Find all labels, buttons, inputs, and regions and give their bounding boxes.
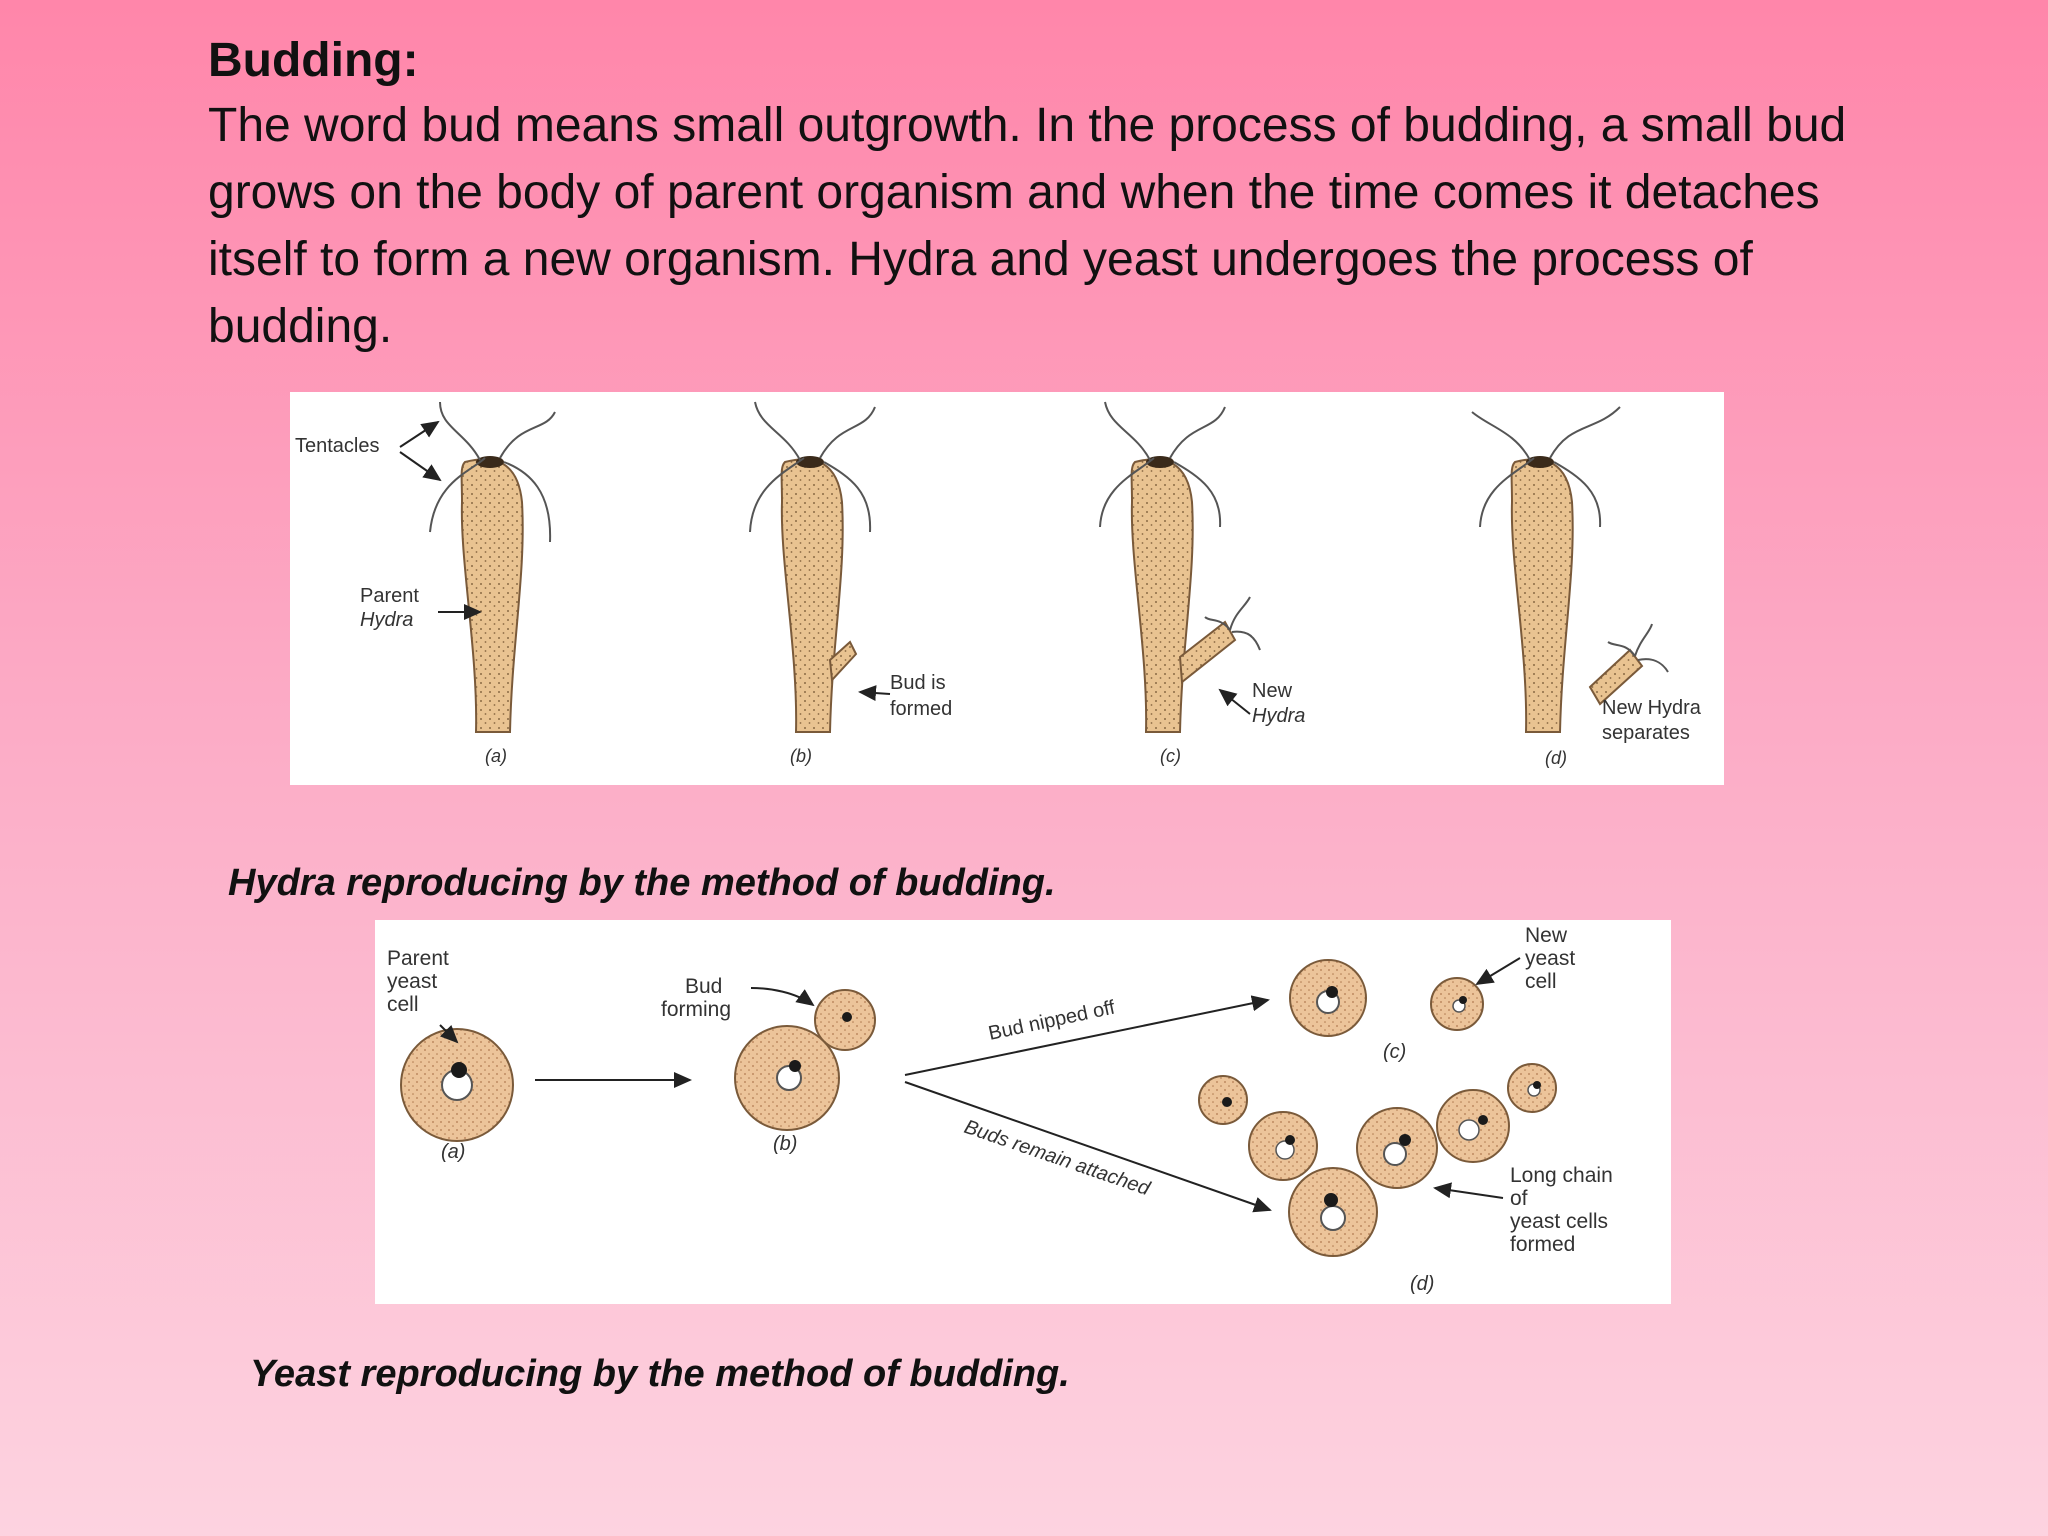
- hydra-panel-d: [1471, 406, 1669, 733]
- slide-text: Budding: The word bud means small outgro…: [208, 30, 1928, 360]
- hydra-panel-b: [749, 401, 891, 733]
- label-panel-b: (b): [790, 746, 812, 766]
- yeast-label-nipped: Bud nipped off: [986, 997, 1117, 1045]
- yeast-label-bud-2: forming: [661, 998, 731, 1021]
- yeast-panel-d: [1198, 1063, 1557, 1257]
- yeast-label-new-3: cell: [1525, 970, 1557, 993]
- yeast-label-panel-d: (d): [1410, 1273, 1434, 1295]
- hydra-panel-c: [1099, 401, 1261, 733]
- yeast-panel-c: [1289, 957, 1521, 1037]
- yeast-label-panel-c: (c): [1383, 1041, 1406, 1063]
- hydra-diagram: Tentacles Parent Hydra (a) Bud is formed…: [295, 401, 1702, 768]
- yeast-label-parent-1: Parent: [387, 947, 449, 970]
- yeast-diagram: Parent yeast cell (a) Bud forming (b) Bu…: [387, 924, 1613, 1295]
- yeast-label-parent-2: yeast: [387, 970, 437, 993]
- label-bud-1: Bud is: [890, 672, 946, 694]
- slide-heading: Budding:: [208, 34, 419, 87]
- yeast-panel-a: [400, 1024, 692, 1142]
- yeast-panel-b: [734, 987, 876, 1131]
- yeast-label-chain-4: formed: [1510, 1233, 1575, 1256]
- yeast-label-panel-b: (b): [773, 1133, 797, 1155]
- yeast-label-parent-3: cell: [387, 993, 419, 1016]
- label-new-1: New: [1252, 680, 1293, 702]
- hydra-budding-figure: Tentacles Parent Hydra (a) Bud is formed…: [290, 392, 1724, 785]
- hydra-caption: Hydra reproducing by the method of buddi…: [228, 862, 1056, 904]
- yeast-label-new-2: yeast: [1525, 947, 1575, 970]
- label-panel-c: (c): [1160, 746, 1181, 766]
- yeast-label-chain-2: of: [1510, 1187, 1528, 1210]
- label-panel-d: (d): [1545, 748, 1567, 768]
- yeast-label-bud-1: Bud: [685, 975, 722, 998]
- label-separates-2: separates: [1602, 722, 1690, 744]
- label-bud-2: formed: [890, 698, 952, 720]
- yeast-budding-figure: Parent yeast cell (a) Bud forming (b) Bu…: [375, 920, 1671, 1304]
- label-separates-1: New Hydra: [1602, 697, 1702, 719]
- slide-paragraph: The word bud means small outgrowth. In t…: [208, 99, 1847, 353]
- label-new-2: Hydra: [1252, 705, 1305, 727]
- yeast-label-chain-1: Long chain: [1510, 1164, 1613, 1187]
- yeast-label-chain-3: yeast cells: [1510, 1210, 1608, 1233]
- label-parent-2: Hydra: [360, 609, 413, 631]
- label-tentacles: Tentacles: [295, 435, 380, 457]
- yeast-label-new-1: New: [1525, 924, 1568, 947]
- label-parent-1: Parent: [360, 585, 419, 607]
- yeast-caption: Yeast reproducing by the method of buddi…: [250, 1353, 1070, 1395]
- yeast-label-panel-a: (a): [441, 1141, 465, 1163]
- hydra-panel-a: [399, 401, 556, 733]
- label-panel-a: (a): [485, 746, 507, 766]
